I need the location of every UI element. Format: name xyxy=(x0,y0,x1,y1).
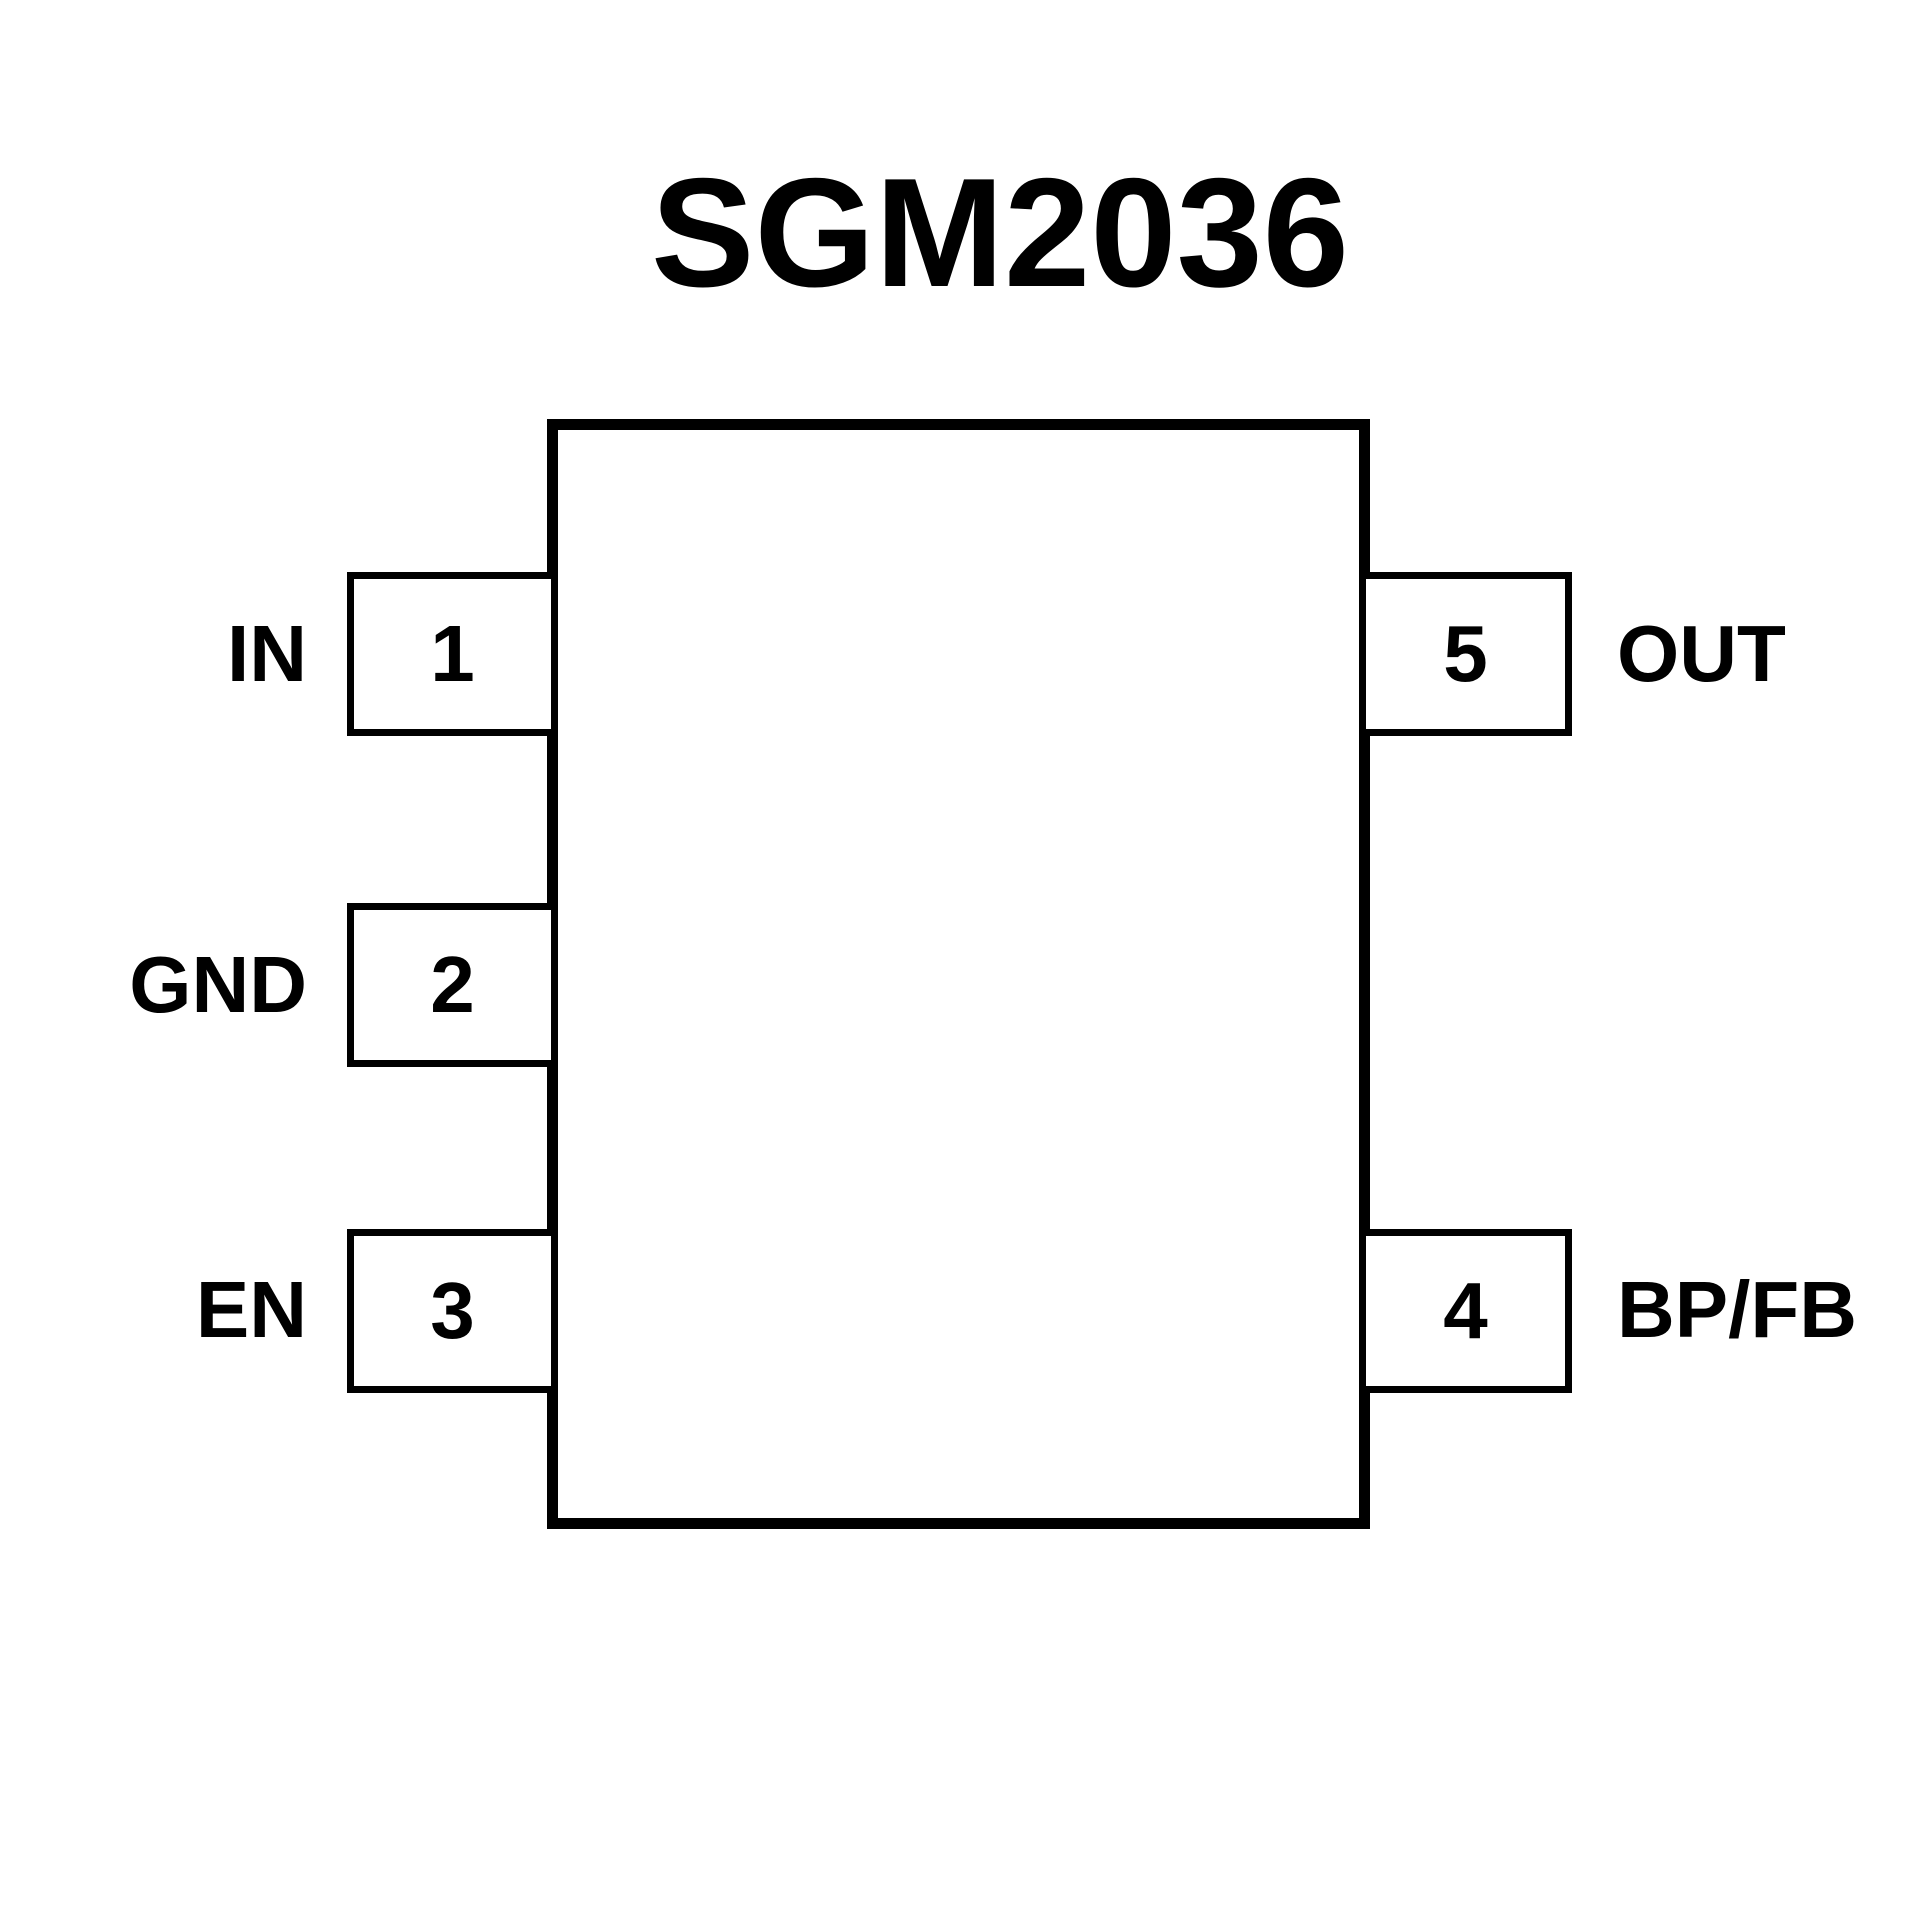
pin-1-number: 1 xyxy=(430,609,475,698)
chip-body-outline xyxy=(547,419,1370,1529)
pin-1-label: IN xyxy=(227,609,307,698)
pin-2-number: 2 xyxy=(430,940,475,1029)
pin-3-box: 3 xyxy=(347,1229,558,1393)
pin-3-label: EN xyxy=(195,1265,307,1354)
pin-5-label: OUT xyxy=(1617,609,1786,698)
pin-4-box: 4 xyxy=(1359,1229,1572,1393)
pin-5-box: 5 xyxy=(1359,572,1572,736)
pin-1-box: 1 xyxy=(347,572,558,736)
pin-5-number: 5 xyxy=(1443,609,1488,698)
pin-4-label: BP/FB xyxy=(1617,1265,1857,1354)
pin-4-number: 4 xyxy=(1443,1266,1488,1355)
chip-title: SGM2036 xyxy=(651,146,1349,319)
pin-2-box: 2 xyxy=(347,903,558,1067)
pin-3-number: 3 xyxy=(430,1266,475,1355)
pin-2-label: GND xyxy=(129,940,307,1029)
